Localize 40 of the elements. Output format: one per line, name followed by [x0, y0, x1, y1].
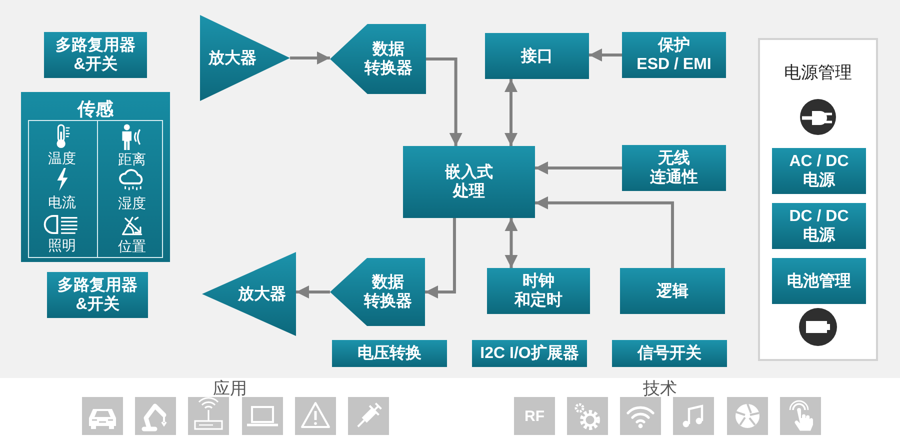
- section-label: 应用: [213, 379, 247, 399]
- converter-pentagon: 数据转换器: [330, 258, 425, 326]
- sensor-label: 温度: [47, 150, 77, 166]
- label-tile: RF: [514, 397, 555, 435]
- sensor-label: 照明: [47, 237, 77, 253]
- sensor-label: 电流: [47, 194, 77, 210]
- process-box: I2C I/O扩展器: [472, 340, 587, 367]
- arrow: [296, 286, 330, 298]
- amplifier-triangle: 放大器: [200, 15, 290, 101]
- process-box: 时钟和定时: [487, 268, 590, 314]
- process-box: 无线连通性: [622, 145, 726, 191]
- sensor-label: 湿度: [117, 195, 147, 211]
- arrow: [425, 218, 456, 298]
- process-box: 接口: [485, 33, 589, 79]
- panel-heading: 电源管理: [783, 63, 853, 83]
- sensor-label: 位置: [117, 238, 147, 254]
- power-panel: [758, 38, 878, 361]
- process-box: 嵌入式处理: [403, 146, 535, 218]
- panel-heading: 传感: [76, 99, 114, 119]
- arrow: [589, 48, 622, 62]
- process-box: AC / DC电源: [772, 148, 866, 194]
- process-box: 信号开关: [612, 340, 727, 367]
- process-box: 电压转换: [332, 340, 447, 367]
- process-box: 逻辑: [620, 268, 725, 314]
- process-box: 多路复用器&开关: [44, 32, 147, 78]
- arrow: [426, 58, 462, 146]
- section-label: 技术: [643, 379, 677, 399]
- arrow: [535, 196, 674, 268]
- sensor-label: 距离: [117, 151, 147, 167]
- amplifier-triangle: 放大器: [202, 252, 296, 336]
- converter-pentagon: 数据转换器: [330, 24, 426, 94]
- arrow: [504, 79, 518, 146]
- process-box: DC / DC电源: [772, 203, 866, 249]
- arrow: [504, 218, 518, 268]
- arrow: [535, 162, 622, 174]
- process-box: 电池管理: [772, 258, 866, 304]
- process-box: 保护ESD / EMI: [622, 32, 726, 78]
- sensor-panel: [21, 92, 170, 262]
- arrow: [290, 52, 330, 64]
- process-box: 多路复用器&开关: [47, 272, 148, 318]
